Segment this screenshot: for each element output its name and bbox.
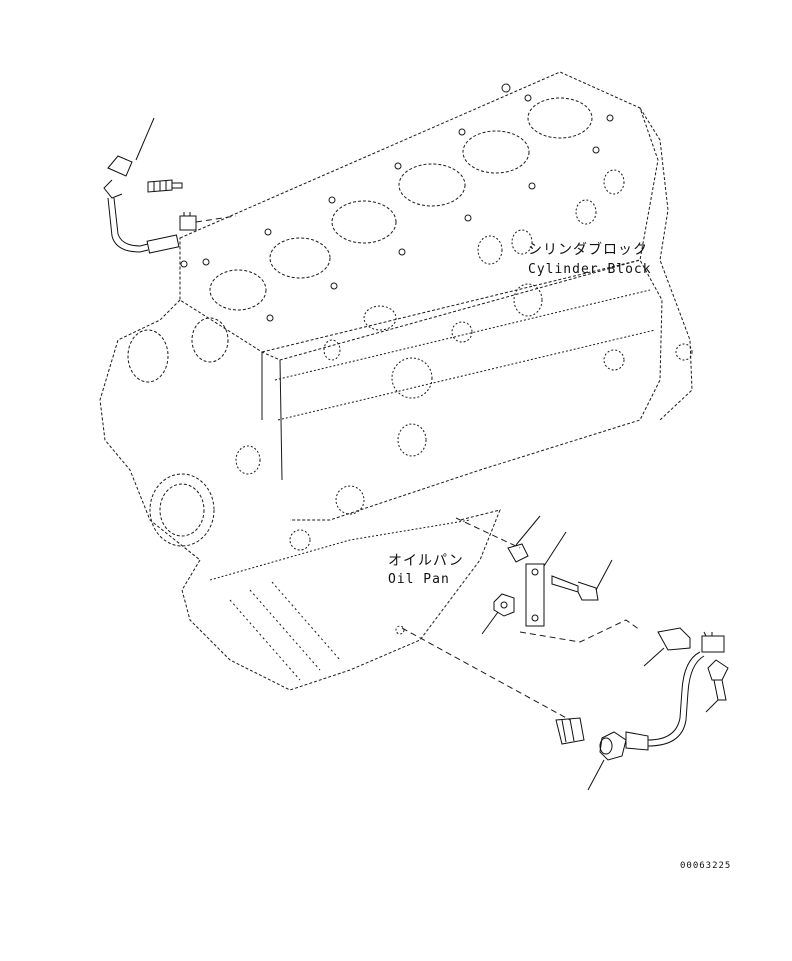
oil-pan-label-jp: オイルパン — [388, 553, 464, 569]
side-ports — [236, 170, 624, 550]
upper-sensor-harness — [104, 118, 196, 253]
oil-pan-label-en: Oil Pan — [388, 572, 450, 587]
dash-leader-upper — [196, 216, 236, 222]
cylinder-block-label-en: Cylinder Block — [528, 262, 652, 277]
lower-sensor-harness — [556, 628, 728, 790]
oil-pan — [182, 510, 500, 690]
cylinder-block — [100, 72, 692, 560]
head-bolt-holes — [181, 84, 613, 321]
drawing-number: 00063225 — [680, 861, 732, 871]
dash-leader-pan — [402, 628, 570, 720]
dash-leader-bracket — [456, 518, 640, 642]
bracket-assembly — [482, 516, 612, 634]
cylinder-block-label-jp: シリンダブロック — [528, 242, 648, 258]
